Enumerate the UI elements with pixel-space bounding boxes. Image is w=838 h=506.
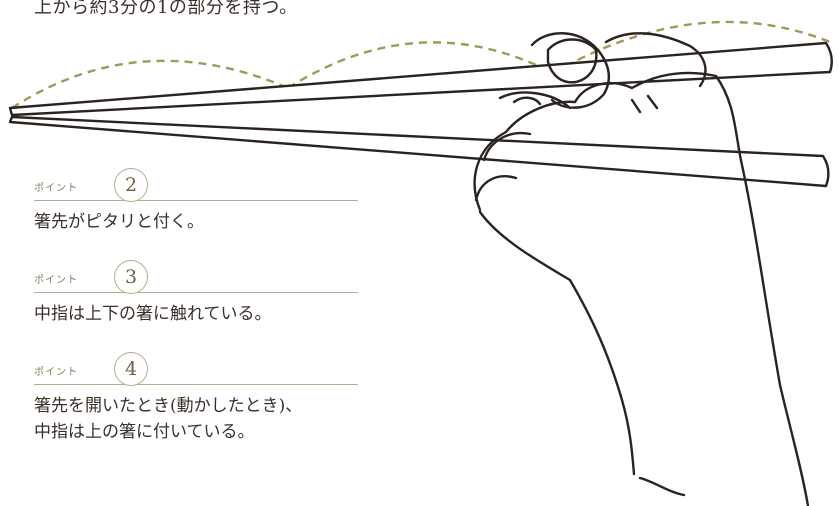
finger-crease <box>630 94 659 114</box>
hand-outline <box>473 71 810 506</box>
point-2-label: ポイント <box>34 183 78 194</box>
thumbnail <box>546 38 598 84</box>
point-3-description: 中指は上下の箸に触れている。 <box>34 301 358 327</box>
dashed-arcs <box>11 20 831 110</box>
point-4: ポイント 4 箸先を開いたとき(動かしたとき)、 中指は上の箸に付いている。 <box>34 350 358 445</box>
point-4-description: 箸先を開いたとき(動かしたとき)、 中指は上の箸に付いている。 <box>34 393 358 445</box>
point-4-header: ポイント 4 <box>34 350 358 386</box>
point-3-header: ポイント 3 <box>34 258 358 294</box>
point-2-number-circle: 2 <box>114 168 148 202</box>
lower-chopstick <box>8 115 830 188</box>
pinky-finger <box>474 175 518 202</box>
point-4-number-circle: 4 <box>114 352 148 386</box>
point-2-line-1: 箸先がピタリと付く。 <box>34 212 204 232</box>
index-finger <box>530 32 610 109</box>
wrist-crease <box>638 476 686 497</box>
dashed-arc-left <box>11 59 289 110</box>
point-3-number-circle: 3 <box>114 260 148 294</box>
point-4-line-2: 中指は上の箸に付いている。 <box>34 422 255 442</box>
chopsticks <box>8 41 833 188</box>
point-2-header: ポイント 2 <box>34 166 358 202</box>
point-3-line-1: 中指は上下の箸に触れている。 <box>34 304 272 324</box>
dashed-arc-middle <box>287 41 554 90</box>
hand <box>473 32 810 506</box>
ring-finger <box>482 131 532 162</box>
point-2-description: 箸先がピタリと付く。 <box>34 209 358 235</box>
middle-finger <box>498 91 572 110</box>
middle-finger-nail <box>512 96 542 106</box>
upper-chopstick <box>8 41 833 117</box>
point-4-line-1: 箸先を開いたとき(動かしたとき)、 <box>34 396 303 416</box>
point-3: ポイント 3 中指は上下の箸に触れている。 <box>34 258 358 327</box>
point-2: ポイント 2 箸先がピタリと付く。 <box>34 166 358 235</box>
dashed-arc-right <box>552 20 831 75</box>
palm-edge <box>478 210 636 476</box>
top-note: 上から約3分の1の部分を持つ。 <box>34 0 298 18</box>
point-4-label: ポイント <box>34 367 78 378</box>
point-3-label: ポイント <box>34 275 78 286</box>
thumb <box>604 32 707 88</box>
